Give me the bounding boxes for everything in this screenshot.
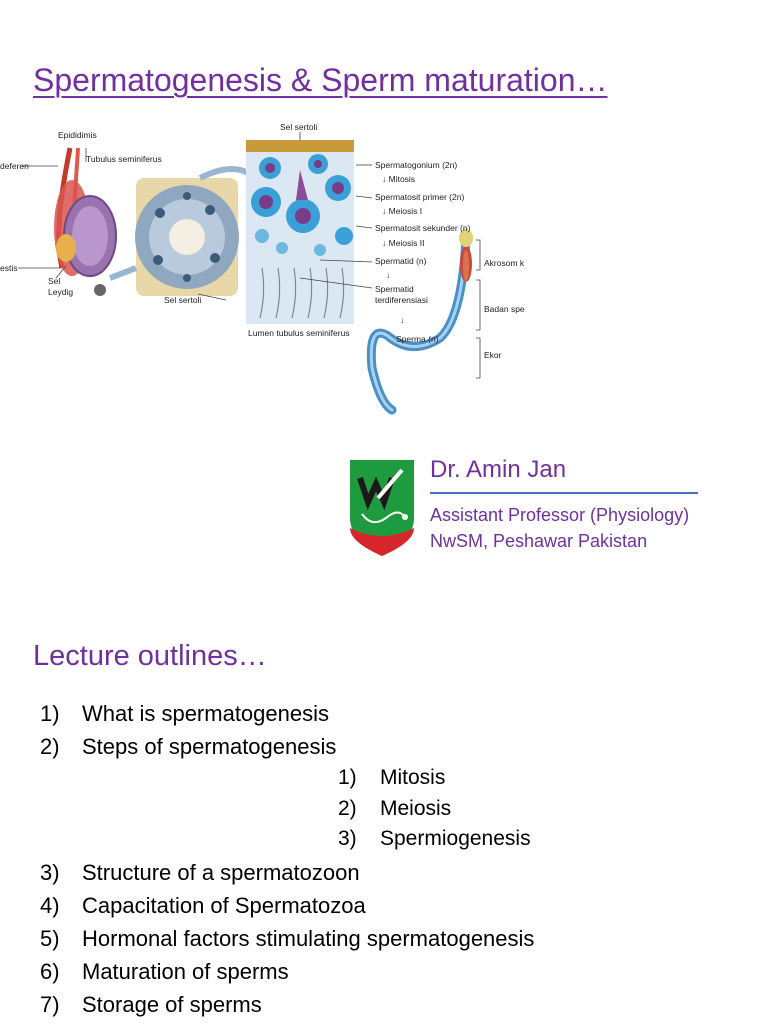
outline-item: 1) What is spermatogenesis [40,701,329,727]
figure-label-spermatogonium: Spermatogonium (2n) [375,160,457,170]
outline-item-number: 3) [338,827,357,850]
tubule-cross-section [108,166,250,301]
author-affiliation: NwSM, Peshawar Pakistan [430,531,648,551]
outline-item-text: Steps of spermatogenesis [82,734,337,759]
figure-label-arrow-1: ↓ [386,270,390,280]
figure-label-spermatid-tdf-2: terdiferensiasi [375,295,428,305]
slide-title: Spermatogenesis & Sperm maturation… [33,62,608,98]
outline-item-text: Capacitation of Spermatozoa [82,893,366,918]
outline-item-text: Structure of a spermatozoon [82,860,360,885]
figure-label-sertoli-top: Sel sertoli [280,122,317,132]
figure-label-akrosom: Akrosom k [484,258,525,268]
figure-label-epididimis: Epididimis [58,130,97,140]
figure-label-spermatosit-sekunder: Spermatosit sekunder (n) [375,223,471,233]
outline-item-number: 2) [338,797,357,820]
institution-logo [350,460,414,556]
outline-subitem: 1) Mitosis [338,766,445,790]
figure-label-lumen: Lumen tubulus seminiferus [248,328,350,338]
spermatogenesis-figure: Epididimis deferen Tubulus seminiferus e… [0,122,525,415]
outline-item-number: 7) [40,992,60,1017]
figure-label-mitosis: ↓ Mitosis [382,174,415,184]
outline-item-text: Hormonal factors stimulating spermatogen… [82,926,535,951]
outline-item-text: Mitosis [380,766,446,789]
outline-item-number: 4) [40,893,60,918]
outline-item-text: Meiosis [380,797,452,820]
outline-item-text: Storage of sperms [82,992,262,1017]
figure-label-leydig: Leydig [48,287,73,297]
outline-item: 5) Hormonal factors stimulating spermato… [40,926,534,952]
sperm-drawing [366,229,481,415]
figure-label-spermatosit-primer: Spermatosit primer (2n) [375,192,464,202]
outline-item: 6) Maturation of sperms [40,959,289,985]
outline-item-text: Spermiogenesis [380,827,531,850]
figure-label-meiosis-1: ↓ Meiosis I [382,206,422,216]
outline-item-number: 5) [40,926,60,951]
author-divider [430,492,698,494]
outline-item-number: 1) [338,766,357,789]
figure-label-arrow-2: ↓ [400,315,404,325]
figure-label-sertoli-bottom: Sel sertoli [164,295,201,305]
outline-subitem: 2) Meiosis [338,797,451,821]
figure-label-deferen: deferen [0,161,29,171]
outline-item: 7) Storage of sperms [40,992,262,1018]
testis-drawing [18,147,117,296]
figure-label-ekor: Ekor [484,350,502,360]
outline-item-number: 6) [40,959,60,984]
outline-item: 2) Steps of spermatogenesis [40,734,336,760]
outline-item-number: 3) [40,860,60,885]
figure-label-testis: estis [0,263,17,273]
author-position: Assistant Professor (Physiology) [430,505,690,525]
outline-item: 3) Structure of a spermatozoon [40,860,360,886]
epithelium-detail [246,132,373,324]
outline-item-number: 1) [40,701,60,726]
author-name: Dr. Amin Jan [430,456,567,483]
figure-label-meiosis-2: ↓ Meiosis II [382,238,425,248]
figure-label-badan: Badan spe [484,304,525,314]
figure-label-spermatid: Spermatid (n) [375,256,427,266]
figure-label-sperma: Sperma (n) [396,334,439,344]
outline-item-number: 2) [40,734,60,759]
outline-item-text: What is spermatogenesis [82,701,329,726]
outline-subitem: 3) Spermiogenesis [338,827,531,851]
figure-label-tubulus: Tubulus seminiferus [86,154,162,164]
outline-heading: Lecture outlines… [33,640,267,672]
figure-label-sel: Sel [48,276,60,286]
outline-item: 4) Capacitation of Spermatozoa [40,893,366,919]
figure-label-spermatid-tdf-1: Spermatid [375,284,414,294]
outline-item-text: Maturation of sperms [82,959,289,984]
